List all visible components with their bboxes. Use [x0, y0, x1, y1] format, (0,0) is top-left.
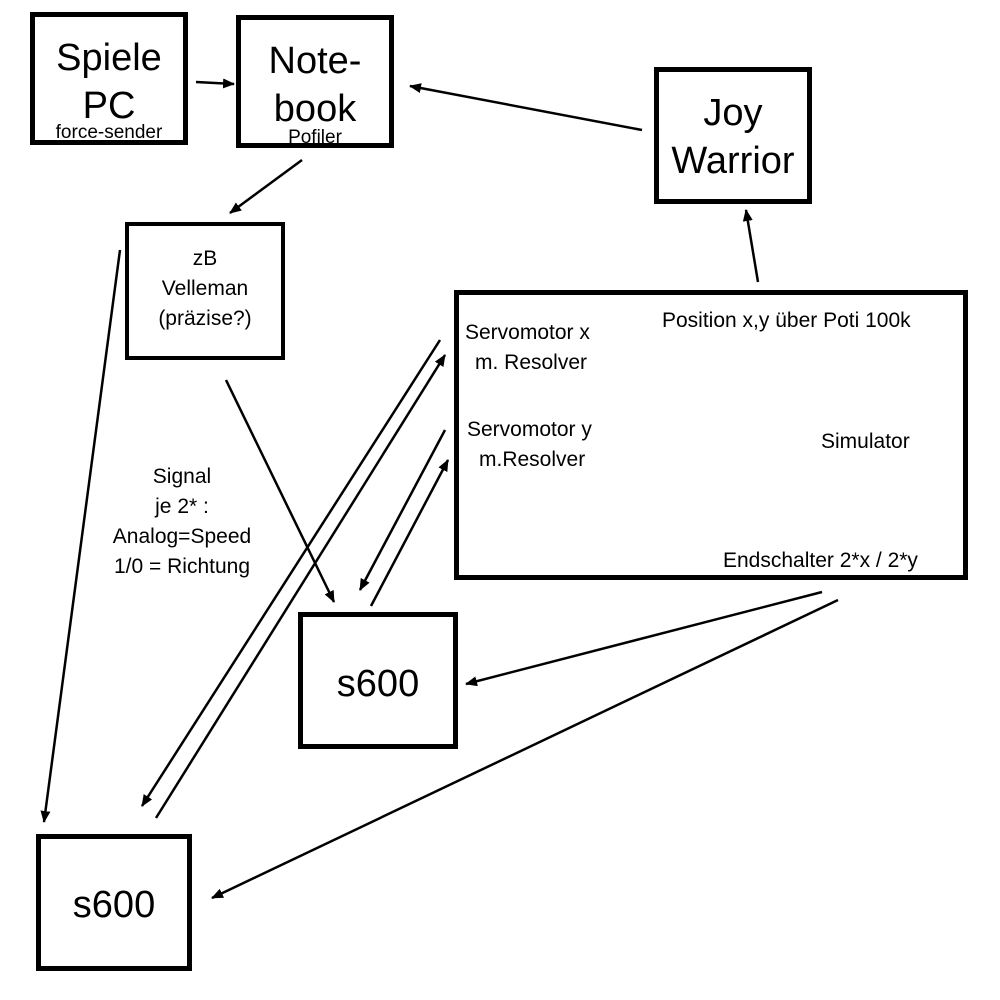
signal-note-line-2: je 2* :: [155, 495, 209, 518]
arrow-joywarrior-to-notebook: [409, 83, 643, 132]
s600-bottom-label: s600: [72, 884, 156, 926]
joywarrior-title-1: Joy: [703, 92, 763, 134]
velleman-line-2: Velleman: [161, 277, 249, 300]
notebook-title-2: book: [273, 88, 357, 130]
signal-note-line-1: Signal: [152, 465, 212, 488]
arrow-bottom-s600-to-simulator: [154, 354, 447, 819]
position-label: Position x,y über Poti 100k: [662, 309, 911, 332]
arrow-simulator-to-joywarrior: [742, 209, 760, 283]
simulator-label: Simulator: [821, 430, 910, 453]
spiele-pc-box: Spiele PC force-sender: [30, 12, 188, 145]
servo-y-line-1: Servomotor y: [467, 418, 592, 441]
arrow-endschalter-to-middle-s600: [465, 590, 823, 687]
endschalter-label: Endschalter 2*x / 2*y: [723, 549, 918, 572]
arrow-velleman-to-middle-s600: [224, 379, 336, 603]
arrow-middle-s600-to-simulator: [369, 459, 450, 607]
s600-middle-box: s600: [298, 612, 458, 749]
spiele-pc-title-2: PC: [82, 85, 136, 127]
notebook-box: Note- book Pofiler: [236, 15, 394, 148]
arrow-simulator-to-bottom-s600-a: [140, 339, 442, 807]
spiele-pc-title-1: Spiele: [56, 37, 162, 79]
arrow-simulator-to-middle-s600-a: [358, 429, 447, 591]
arrow-velleman-to-bottom-s600: [40, 249, 122, 823]
velleman-box: zB Velleman (präzise?): [125, 222, 285, 360]
servo-x-line-1: Servomotor x: [465, 321, 590, 344]
s600-bottom-box: s600: [36, 834, 192, 971]
servo-y-line-2: m.Resolver: [479, 448, 586, 471]
notebook-title-1: Note-: [268, 40, 362, 82]
s600-middle-label: s600: [336, 663, 420, 705]
arrow-notebook-to-velleman: [229, 158, 303, 215]
joywarrior-box: Joy Warrior: [654, 67, 812, 204]
velleman-line-3: (präzise?): [158, 307, 252, 330]
velleman-line-1: zB: [192, 247, 218, 270]
notebook-sub: Pofiler: [288, 127, 342, 148]
servo-x-line-2: m. Resolver: [475, 351, 588, 374]
joywarrior-title-2: Warrior: [671, 140, 795, 182]
arrow-pc-to-notebook: [195, 78, 235, 89]
arrow-endschalter-to-bottom-s600: [211, 598, 839, 900]
signal-note-line-3: Analog=Speed: [112, 525, 252, 548]
signal-note-line-4: 1/0 = Richtung: [113, 555, 250, 578]
spiele-pc-sub: force-sender: [55, 122, 163, 143]
simulator-box: Servomotor x m. Resolver Servomotor y m.…: [454, 290, 968, 580]
